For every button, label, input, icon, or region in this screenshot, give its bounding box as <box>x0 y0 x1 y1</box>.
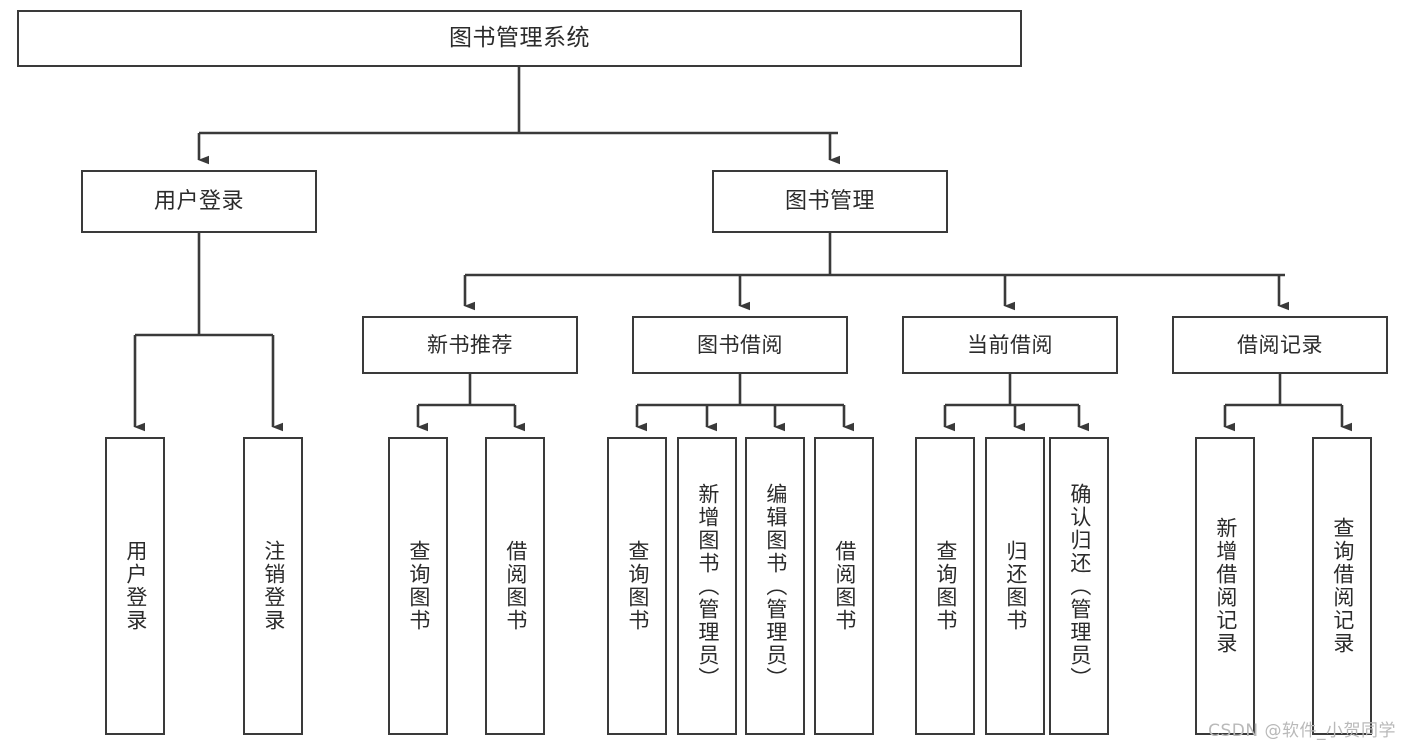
leaf-return-book[interactable]: 归还图书 <box>985 437 1045 735</box>
leaf-query-book-rec[interactable]: 查询图书 <box>388 437 448 735</box>
leaf-query-book-rec-label: 查询图书 <box>406 540 431 632</box>
node-book-manage[interactable]: 图书管理 <box>712 170 948 233</box>
node-user-login[interactable]: 用户登录 <box>81 170 317 233</box>
leaf-confirm-return[interactable]: 确认归还（管理员） <box>1049 437 1109 735</box>
node-book-borrow-label: 图书借阅 <box>697 332 783 357</box>
leaf-add-book-label: 新增图书（管理员） <box>695 482 720 690</box>
leaf-query-book[interactable]: 查询图书 <box>607 437 667 735</box>
leaf-query-book-cur-label: 查询图书 <box>933 540 958 632</box>
leaf-add-book[interactable]: 新增图书（管理员） <box>677 437 737 735</box>
leaf-query-record[interactable]: 查询借阅记录 <box>1312 437 1372 735</box>
leaf-query-record-label: 查询借阅记录 <box>1330 517 1355 655</box>
leaf-user-login[interactable]: 用户登录 <box>105 437 165 735</box>
leaf-user-login-label: 用户登录 <box>123 540 148 632</box>
leaf-edit-book[interactable]: 编辑图书（管理员） <box>745 437 805 735</box>
leaf-edit-book-label: 编辑图书（管理员） <box>763 482 788 690</box>
node-borrow-record-label: 借阅记录 <box>1237 332 1323 357</box>
leaf-borrow-book-rec-label: 借阅图书 <box>503 540 528 632</box>
node-book-manage-label: 图书管理 <box>784 188 875 214</box>
node-current-borrow[interactable]: 当前借阅 <box>902 316 1118 374</box>
leaf-borrow-book-rec[interactable]: 借阅图书 <box>485 437 545 735</box>
node-root-label: 图书管理系统 <box>449 24 590 51</box>
leaf-query-book-cur[interactable]: 查询图书 <box>915 437 975 735</box>
leaf-confirm-return-label: 确认归还（管理员） <box>1067 482 1092 690</box>
node-current-borrow-label: 当前借阅 <box>967 332 1053 357</box>
node-book-borrow[interactable]: 图书借阅 <box>632 316 848 374</box>
node-new-book-recommend-label: 新书推荐 <box>427 332 513 357</box>
leaf-add-record[interactable]: 新增借阅记录 <box>1195 437 1255 735</box>
node-borrow-record[interactable]: 借阅记录 <box>1172 316 1388 374</box>
node-root-system[interactable]: 图书管理系统 <box>17 10 1022 67</box>
leaf-query-book-label: 查询图书 <box>625 540 650 632</box>
leaf-add-record-label: 新增借阅记录 <box>1213 517 1238 655</box>
leaf-logout-login[interactable]: 注销登录 <box>243 437 303 735</box>
node-user-login-label: 用户登录 <box>153 188 244 214</box>
leaf-return-book-label: 归还图书 <box>1003 540 1028 632</box>
leaf-borrow-book[interactable]: 借阅图书 <box>814 437 874 735</box>
leaf-borrow-book-label: 借阅图书 <box>832 540 857 632</box>
node-new-book-recommend[interactable]: 新书推荐 <box>362 316 578 374</box>
leaf-logout-login-label: 注销登录 <box>261 540 286 632</box>
watermark-text: CSDN @软件_小贺同学 <box>1208 721 1396 741</box>
